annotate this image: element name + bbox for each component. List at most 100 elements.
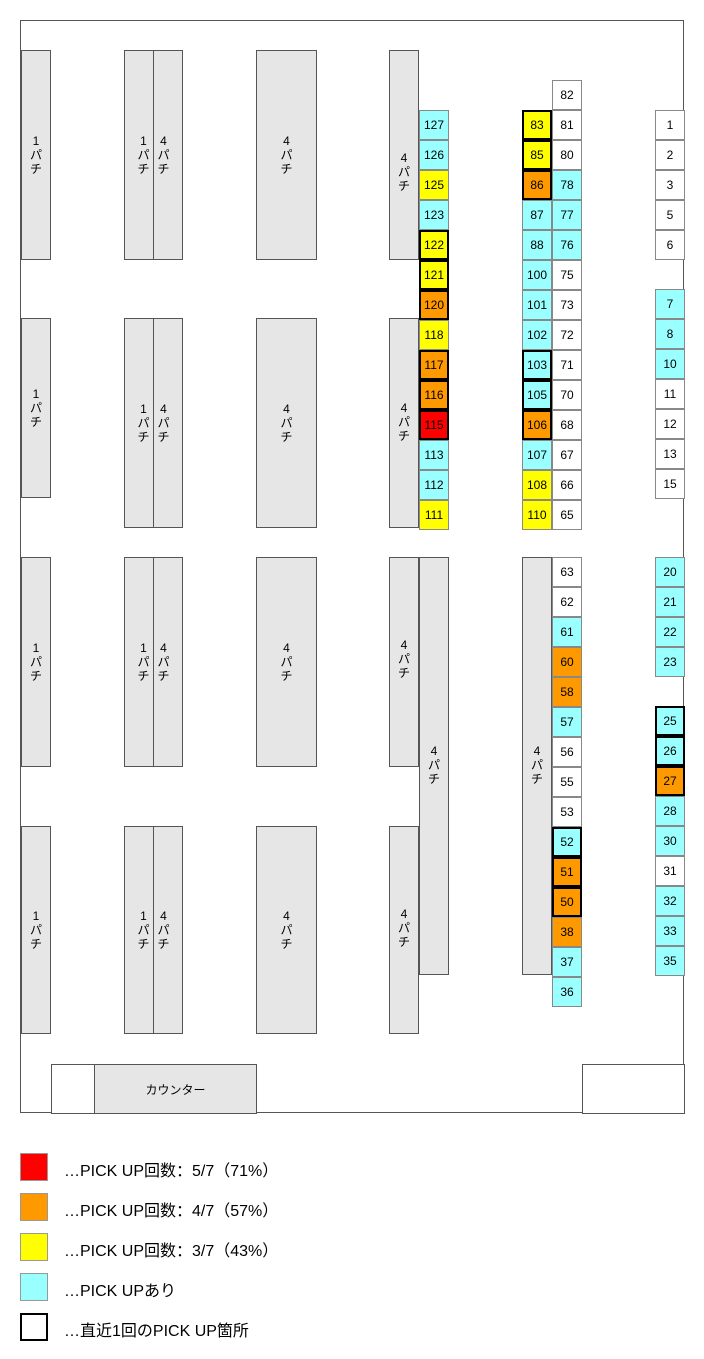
seat-58: 58 (552, 677, 582, 707)
seat-71: 71 (552, 350, 582, 380)
island-label: 4 パ チ (157, 134, 170, 176)
legend-text: …PICK UP回数：5/7（71%） (64, 1163, 279, 1180)
island-pachi4-d1: 4 パ チ (389, 50, 419, 260)
island-label: 4 パ チ (530, 744, 543, 786)
island-label: 4 パ チ (397, 401, 410, 443)
seat-26: 26 (655, 736, 685, 766)
island-pachi4-d3: 4 パ チ (389, 557, 419, 767)
seat-107: 107 (522, 440, 552, 470)
island-pachi1-a2: 1 パ チ (21, 318, 51, 498)
seat-7: 7 (655, 289, 685, 319)
island-label: 1 パ チ (29, 641, 42, 683)
island-label: 4 パ チ (280, 134, 293, 176)
seat-118: 118 (419, 320, 449, 350)
seat-38: 38 (552, 917, 582, 947)
island-label: 4 パ チ (397, 907, 410, 949)
seat-63: 63 (552, 557, 582, 587)
seat-22: 22 (655, 617, 685, 647)
seat-67: 67 (552, 440, 582, 470)
seat-121: 121 (419, 260, 449, 290)
island-label: 4 パ チ (397, 638, 410, 680)
legend-swatch (20, 1153, 48, 1181)
legend-text: …直近1回のPICK UP箇所 (64, 1323, 249, 1340)
island-label: 4 パ チ (157, 909, 170, 951)
island-pachi4-d-long: 4 パ チ (419, 557, 449, 975)
seat-13: 13 (655, 439, 685, 469)
island-pachi1-a3: 1 パ チ (21, 557, 51, 767)
island-pachi4-c2: 4 パ チ (256, 318, 317, 528)
island-label: 1 パ チ (29, 387, 42, 429)
counter-left-box (51, 1064, 96, 1114)
seat-113: 113 (419, 440, 449, 470)
seat-72: 72 (552, 320, 582, 350)
seat-37: 37 (552, 947, 582, 977)
legend-swatch (20, 1313, 48, 1341)
seat-76: 76 (552, 230, 582, 260)
seat-36: 36 (552, 977, 582, 1007)
seat-56: 56 (552, 737, 582, 767)
seat-101: 101 (522, 290, 552, 320)
seat-6: 6 (655, 230, 685, 260)
seat-31: 31 (655, 856, 685, 886)
island-pachi4-c3: 4 パ チ (256, 557, 317, 767)
seat-11: 11 (655, 379, 685, 409)
seat-28: 28 (655, 796, 685, 826)
seat-12: 12 (655, 409, 685, 439)
island-label: 1 パ チ (29, 909, 42, 951)
seat-123: 123 (419, 200, 449, 230)
seat-111: 111 (419, 500, 449, 530)
seat-117: 117 (419, 350, 449, 380)
legend-text: …PICK UP回数：4/7（57%） (64, 1203, 279, 1220)
seat-8: 8 (655, 319, 685, 349)
seat-23: 23 (655, 647, 685, 677)
seat-87: 87 (522, 200, 552, 230)
counter-label: カウンター (145, 1082, 206, 1097)
seat-52: 52 (552, 827, 582, 857)
island-label: 1 パ チ (137, 402, 150, 444)
seat-100: 100 (522, 260, 552, 290)
seat-33: 33 (655, 916, 685, 946)
island-label: 1 パ チ (29, 134, 42, 176)
seat-1: 1 (655, 110, 685, 140)
island-pachi4-b1 (153, 50, 183, 260)
seat-51: 51 (552, 857, 582, 887)
seat-116: 116 (419, 380, 449, 410)
legend-text: …PICK UPあり (64, 1283, 177, 1300)
seat-53: 53 (552, 797, 582, 827)
seat-32: 32 (655, 886, 685, 916)
seat-20: 20 (655, 557, 685, 587)
seat-66: 66 (552, 470, 582, 500)
seat-120: 120 (419, 290, 449, 320)
seat-77: 77 (552, 200, 582, 230)
seat-65: 65 (552, 500, 582, 530)
island-pachi4-d2: 4 パ チ (389, 318, 419, 528)
legend-swatch (20, 1193, 48, 1221)
island-label: 4 パ チ (280, 641, 293, 683)
seat-25: 25 (655, 706, 685, 736)
island-pachi4-b4 (153, 826, 183, 1034)
seat-5: 5 (655, 200, 685, 230)
island-label: 1 パ チ (137, 134, 150, 176)
legend-swatch (20, 1273, 48, 1301)
island-pachi4-c4: 4 パ チ (256, 826, 317, 1034)
island-pachi1-a4: 1 パ チ (21, 826, 51, 1034)
island-pachi4-d4: 4 パ チ (389, 826, 419, 1034)
seat-126: 126 (419, 140, 449, 170)
seat-57: 57 (552, 707, 582, 737)
seat-127: 127 (419, 110, 449, 140)
seat-50: 50 (552, 887, 582, 917)
seat-105: 105 (522, 380, 552, 410)
island-label: 4 パ チ (280, 402, 293, 444)
seat-125: 125 (419, 170, 449, 200)
seat-30: 30 (655, 826, 685, 856)
seat-81: 81 (552, 110, 582, 140)
island-label: 4 パ チ (427, 744, 440, 786)
seat-102: 102 (522, 320, 552, 350)
seat-78: 78 (552, 170, 582, 200)
seat-27: 27 (655, 766, 685, 796)
island-pachi4-b3 (153, 557, 183, 767)
seat-70: 70 (552, 380, 582, 410)
seat-103: 103 (522, 350, 552, 380)
